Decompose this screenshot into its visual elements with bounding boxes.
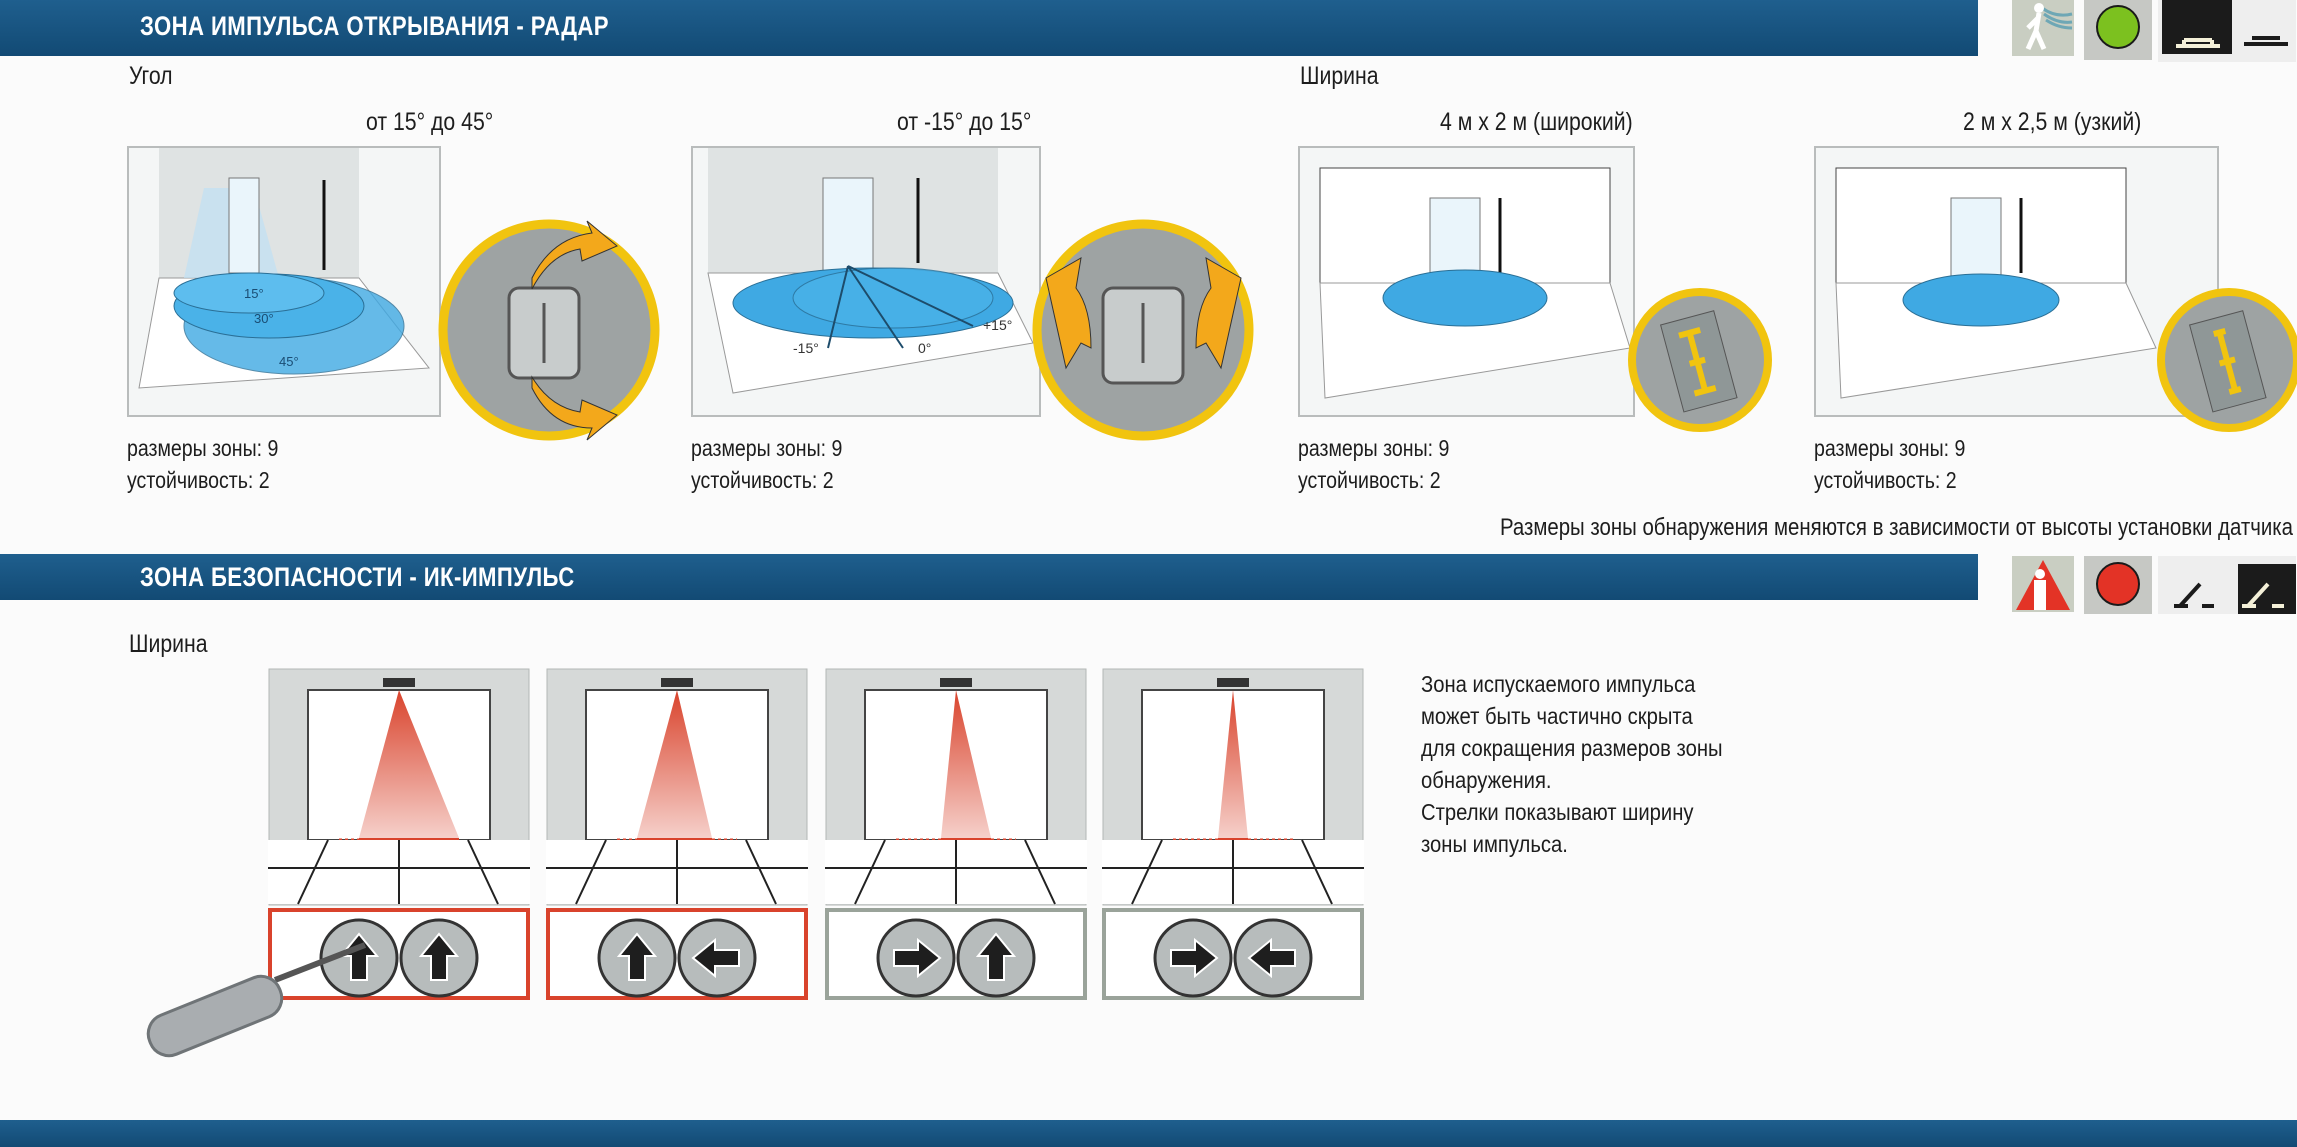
right-arrow-switch[interactable] <box>399 918 479 998</box>
right-arrow-switch[interactable] <box>1233 918 1313 998</box>
ir-beam <box>359 690 459 838</box>
radar-angle-panel-2: -15° 0° +15° <box>691 146 1041 417</box>
dip-switch-box <box>268 908 530 1000</box>
radar-width-panel-wide <box>1298 146 1635 417</box>
left-arrow-switch[interactable] <box>876 918 956 998</box>
right-arrow-switch[interactable] <box>956 918 1036 998</box>
width-narrow-knob-icon <box>2157 288 2297 432</box>
panel-4-subtitle: 2 м х 2,5 м (узкий) <box>1963 108 2142 136</box>
right-arrow-switch[interactable] <box>677 918 757 998</box>
zone-size: размеры зоны: 9 <box>127 435 279 461</box>
dip-switch-box <box>1102 908 1364 1000</box>
radar-zone-diagram <box>1835 167 2157 399</box>
width-wide-knob-icon <box>1628 288 1772 432</box>
ir-description: Зона испускаемого импульса может быть ча… <box>1421 668 1723 860</box>
zone-size: размеры зоны: 9 <box>691 435 843 461</box>
safety-person-icon <box>2012 556 2074 612</box>
stability: устойчивость: 2 <box>1298 467 1441 493</box>
description-line: для сокращения размеров зоны <box>1421 735 1723 761</box>
width-label: Ширина <box>1300 62 1379 90</box>
angle-label-15: 15° <box>244 286 264 301</box>
mounting-height-note: Размеры зоны обнаружения меняются в зави… <box>1499 514 2293 541</box>
ir-mode-icons <box>2012 556 2296 614</box>
angle-label-30: 30° <box>254 311 274 326</box>
radar-section-header: ЗОНА ИМПУЛЬСА ОТКРЫВАНИЯ - РАДАР <box>0 0 1978 56</box>
panel-1-caption: размеры зоны: 9 устойчивость: 2 <box>127 432 278 496</box>
ir-beam <box>637 690 712 838</box>
radar-width-panel-narrow <box>1814 146 2219 417</box>
zone-size: размеры зоны: 9 <box>1814 435 1966 461</box>
angle-label-minus-15: -15° <box>793 340 819 356</box>
zone-size: размеры зоны: 9 <box>1298 435 1450 461</box>
radar-section-title: ЗОНА ИМПУЛЬСА ОТКРЫВАНИЯ - РАДАР <box>140 11 609 41</box>
description-line: Стрелки показывают ширину <box>1421 799 1694 825</box>
panel-4-caption: размеры зоны: 9 устойчивость: 2 <box>1814 432 1965 496</box>
walking-person-icon <box>2012 0 2074 56</box>
ir-width-label: Ширина <box>129 630 208 658</box>
radar-zone-diagram <box>1319 167 1631 399</box>
radar-zone-diagram: -15° 0° +15° <box>707 148 1034 394</box>
panel-3-caption: размеры зоны: 9 устойчивость: 2 <box>1298 432 1449 496</box>
green-status-icon <box>2084 0 2152 60</box>
radar-zone-diagram: 15° 30° 45° <box>138 148 430 389</box>
screwdriver-icon <box>146 942 367 1058</box>
dip-switch-box <box>546 908 808 1000</box>
angle-label-0: 0° <box>918 340 931 356</box>
stability: устойчивость: 2 <box>1814 467 1957 493</box>
ir-setting-panel-3 <box>825 668 1087 1000</box>
radar-mode-icons <box>2012 0 2296 62</box>
ir-beam <box>1218 690 1248 838</box>
angle-label: Угол <box>129 62 173 90</box>
description-line: Зона испускаемого импульса <box>1421 671 1696 697</box>
stability: устойчивость: 2 <box>127 467 270 493</box>
sensor-rotate-knob-icon <box>1032 219 1254 441</box>
radar-angle-panel-1: 15° 30° 45° <box>127 146 441 417</box>
red-status-icon <box>2084 556 2152 614</box>
ir-setting-panel-4 <box>1102 668 1364 1000</box>
stability: устойчивость: 2 <box>691 467 834 493</box>
ir-setting-panel-1 <box>268 668 530 1000</box>
panel-1-subtitle: от 15° до 45° <box>366 108 494 136</box>
ir-section-title: ЗОНА БЕЗОПАСНОСТИ - ИК-ИМПУЛЬС <box>140 562 575 592</box>
panel-2-caption: размеры зоны: 9 устойчивость: 2 <box>691 432 842 496</box>
angle-label-plus-15: +15° <box>983 317 1012 333</box>
ir-setting-panel-2 <box>546 668 808 1000</box>
sensor-tilt-knob-icon <box>438 219 660 441</box>
left-arrow-switch[interactable] <box>597 918 677 998</box>
ir-sensor-angle-icon <box>2158 556 2296 614</box>
footer-band <box>0 1120 2297 1147</box>
sensor-mount-icon <box>2158 0 2296 62</box>
description-line: обнаружения. <box>1421 767 1552 793</box>
description-line: зоны импульса. <box>1421 831 1568 857</box>
ir-beam <box>941 690 991 838</box>
panel-3-subtitle: 4 м х 2 м (широкий) <box>1440 108 1633 136</box>
description-line: может быть частично скрыта <box>1421 703 1693 729</box>
left-arrow-switch[interactable] <box>1153 918 1233 998</box>
panel-2-subtitle: от -15° до 15° <box>897 108 1032 136</box>
ir-section-header: ЗОНА БЕЗОПАСНОСТИ - ИК-ИМПУЛЬС <box>0 554 1978 600</box>
dip-switch-box <box>825 908 1087 1000</box>
angle-label-45: 45° <box>279 354 299 369</box>
